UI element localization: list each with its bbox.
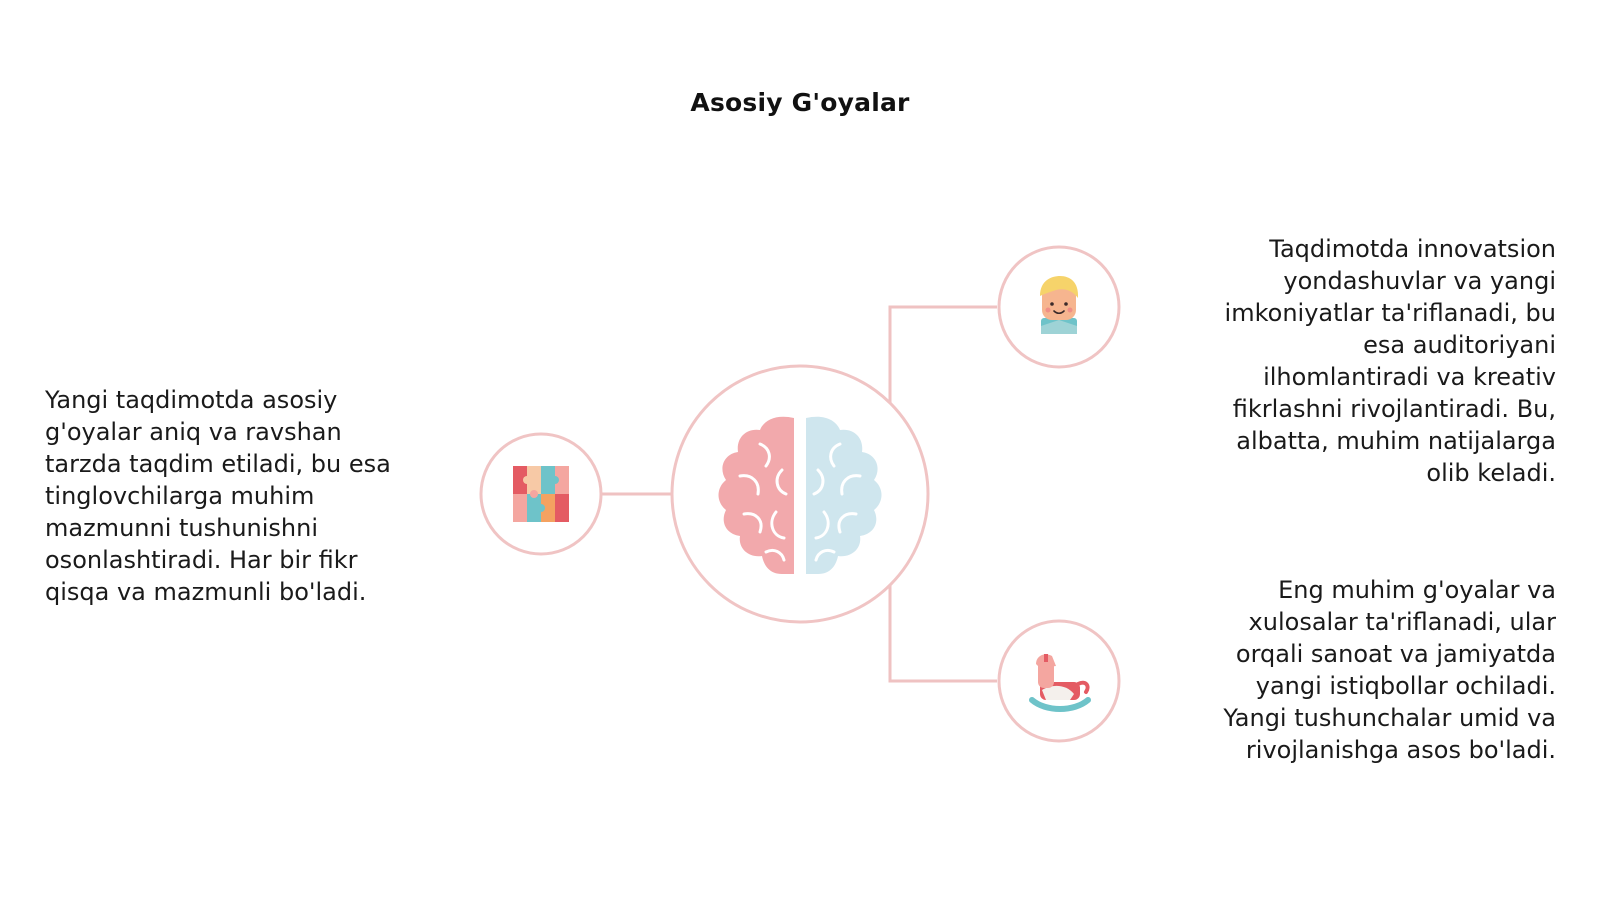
connectors [600, 305, 997, 683]
idea-text-right-bottom: Eng muhim g'oyalar va xulosalar ta'rifla… [1223, 576, 1556, 764]
left-node [479, 432, 603, 556]
child-face-icon [1040, 276, 1079, 334]
right-bottom-node [997, 619, 1121, 743]
rocking-horse-icon [1029, 654, 1091, 712]
idea-text-left: Yangi taqdimotda asosiy g'oyalar aniq va… [45, 386, 391, 606]
puzzle-icon [513, 466, 569, 522]
connector-right-bottom [888, 585, 997, 683]
brain-icon [718, 416, 882, 574]
connector-right-top [888, 305, 997, 406]
slide-title: Asosiy G'oyalar [690, 88, 910, 117]
idea-text-right-top: Taqdimotda innovatsion yondashuvlar va y… [1224, 235, 1556, 487]
right-top-node [997, 245, 1121, 369]
center-node [670, 364, 930, 624]
